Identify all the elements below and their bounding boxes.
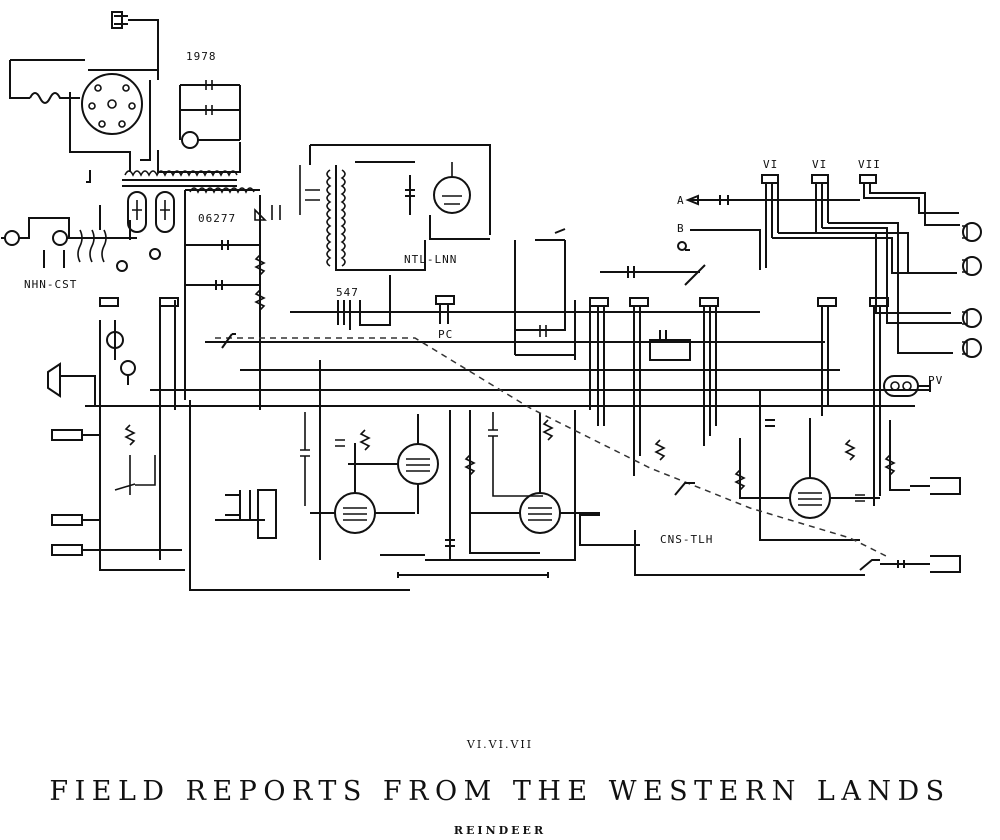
node-547-label: 547 [336,286,359,299]
power-wiring [9,59,158,172]
amp-tube-icon [405,162,490,240]
amp-module-label: NTL-LNN [404,253,457,266]
year-label: 1978 [186,50,217,63]
headphone-jack-icon [51,429,182,556]
preamp-tube-1-icon [310,360,415,560]
left-resistors [99,410,185,571]
terminal-wiring [677,194,860,270]
right-network [514,228,889,576]
ganged-switches [221,333,880,571]
album-title: FIELD REPORTS FROM THE WESTERN LANDS [49,776,951,807]
output-transformer-icon [299,144,491,271]
interstage-transformer-icon [189,400,410,591]
main-bus [85,297,930,410]
rectifier-tubes [86,170,175,233]
filter-module-label: CNS-TLH [660,533,713,546]
volume-label: VI.VI.VII [466,738,534,751]
supply-rail [184,189,281,410]
power-plug-icon [111,11,159,80]
artist-name: REINDEER [453,824,547,837]
input-jack-label: NHN-CST [24,278,77,291]
transformer-label: 06277 [198,212,236,225]
terminal-b-label: B [677,222,685,235]
small-tube-icon [106,331,136,385]
channel-connectors [761,174,962,354]
channel-vi-1-label: VI [763,158,778,171]
power-tube-icon [739,418,880,519]
terminal-a-label: A [677,194,685,207]
pv-indicator-icon [883,375,931,397]
speaker-icon [47,362,96,406]
center-network [300,410,576,578]
capacitor-bank [157,80,241,173]
circuit-schematic: 1978 06277 NHN-CST [1,11,982,591]
right-jacks-icon [880,420,961,573]
input-jack-icon [1,210,161,272]
power-transformer-icon [122,170,255,194]
pc-label: PC [438,328,453,341]
pc-connector [337,275,455,330]
output-jacks-icon [962,222,982,358]
preamp-tube-2-icon [348,414,439,514]
rotary-switch-icon [81,73,143,135]
pv-label: PV [928,374,943,387]
channel-vi-2-label: VI [812,158,827,171]
channel-vii-label: VII [858,158,881,171]
ganged-control-line [215,337,891,559]
